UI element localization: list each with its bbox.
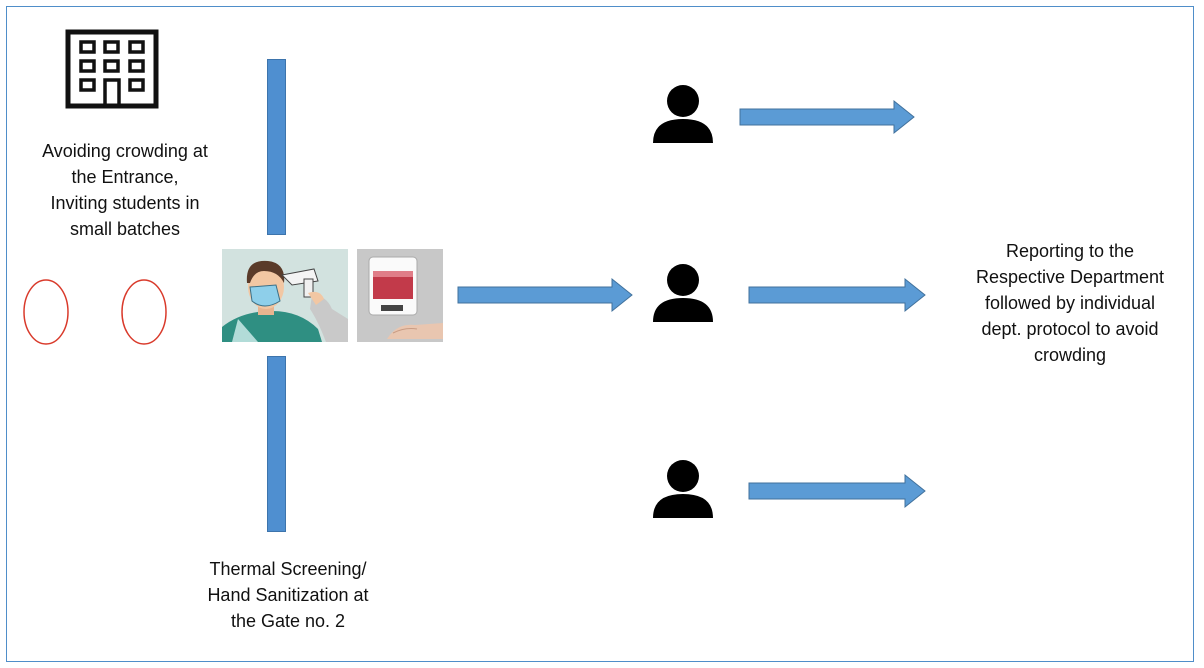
queue-spot-1 bbox=[23, 279, 69, 345]
reporting-caption: Reporting to the Respective Department f… bbox=[975, 241, 1165, 365]
queue-spot-2 bbox=[121, 279, 167, 345]
arrow-person-1 bbox=[739, 99, 915, 135]
person-icon bbox=[653, 460, 713, 518]
hand-sanitizer-image bbox=[357, 249, 443, 342]
thermal-screening-image bbox=[222, 249, 348, 342]
arrow-gate-to-person bbox=[457, 277, 633, 313]
person-icon bbox=[653, 85, 713, 143]
barrier-bottom bbox=[267, 356, 286, 532]
barrier-top bbox=[267, 59, 286, 235]
screening-caption: Thermal Screening/ Hand Sanitization at … bbox=[207, 559, 369, 631]
arrow-person-3 bbox=[748, 473, 926, 509]
diagram-frame bbox=[6, 6, 1194, 662]
person-icon bbox=[653, 264, 713, 322]
entrance-caption: Avoiding crowding at the Entrance, Invit… bbox=[42, 141, 208, 239]
arrow-person-2 bbox=[748, 277, 926, 313]
building-icon bbox=[65, 29, 159, 109]
